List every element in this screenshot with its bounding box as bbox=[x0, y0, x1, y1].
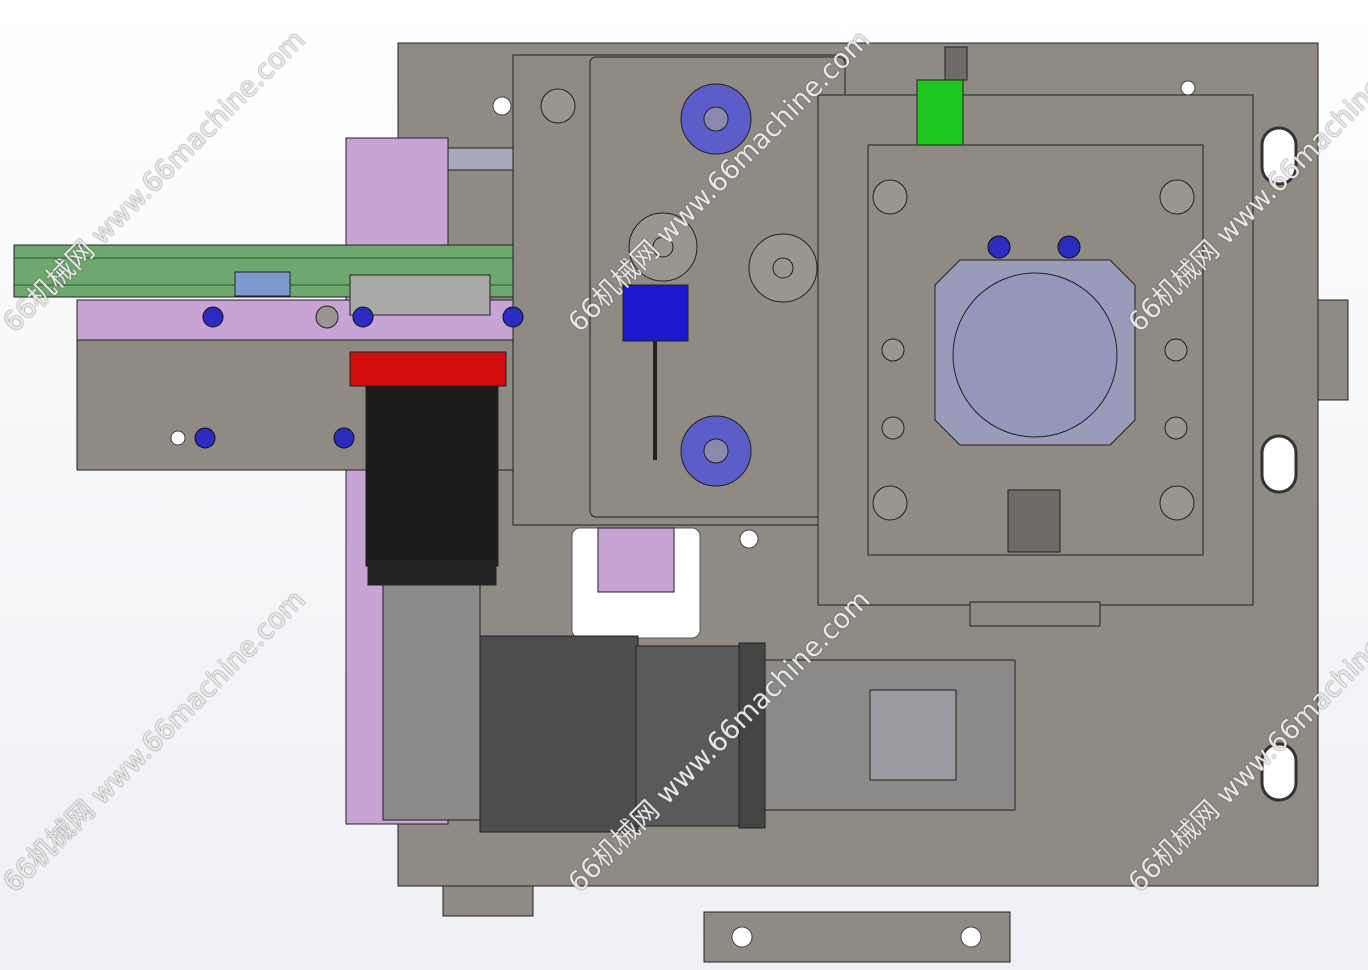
rack-gear-strip bbox=[13, 244, 589, 298]
side-tab bbox=[1317, 299, 1349, 401]
green-sensor-block bbox=[916, 79, 964, 146]
bottom-bar bbox=[703, 911, 1011, 963]
black-motor bbox=[365, 385, 499, 567]
blue-sensor bbox=[622, 284, 689, 342]
servo-gearbox bbox=[479, 635, 639, 833]
servo-motor bbox=[764, 659, 1016, 811]
cylinder-bore bbox=[952, 272, 1118, 438]
fixture-bar-bottom bbox=[969, 601, 1101, 627]
guide-rod bbox=[447, 147, 515, 171]
vertical-motor bbox=[382, 584, 481, 821]
red-gear-head bbox=[349, 351, 507, 387]
bottom-bracket bbox=[442, 885, 534, 917]
